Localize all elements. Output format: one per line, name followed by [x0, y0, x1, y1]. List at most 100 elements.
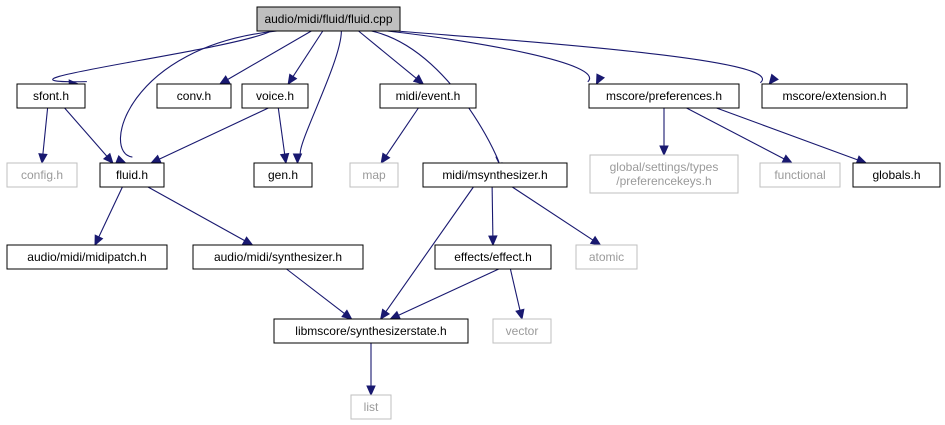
- arrowhead: [595, 73, 606, 86]
- node-effect[interactable]: effects/effect.h: [434, 244, 552, 270]
- node-box: [759, 162, 841, 188]
- node-voice[interactable]: voice.h: [241, 83, 309, 109]
- node-box: [379, 83, 477, 109]
- arrowhead: [115, 155, 127, 164]
- edge-line: [98, 186, 123, 238]
- edge-line: [511, 186, 594, 241]
- arrowhead: [218, 75, 231, 85]
- node-box: [16, 83, 86, 109]
- edge-fluid-to-midipatch: [94, 186, 123, 247]
- edge-root-to-voice: [287, 30, 324, 86]
- edge-line: [299, 30, 342, 155]
- edge-effect-to-synthstate: [389, 268, 500, 320]
- node-label: vector: [506, 324, 539, 338]
- edge-line: [147, 186, 245, 242]
- node-label: globals.h: [872, 168, 920, 182]
- node-label: effects/effect.h: [454, 250, 532, 264]
- edge-line: [227, 30, 312, 80]
- edge-line: [387, 30, 591, 83]
- node-prefkeys[interactable]: global/settings/types/preferencekeys.h: [589, 154, 739, 194]
- edge-root-to-event: [358, 30, 425, 85]
- node-conv[interactable]: conv.h: [156, 83, 232, 109]
- arrowhead: [412, 74, 425, 85]
- edge-line: [385, 186, 474, 312]
- arrowhead: [380, 152, 391, 165]
- edge-line: [159, 107, 269, 160]
- edge-event-to-map: [380, 107, 419, 165]
- node-gen[interactable]: gen.h: [253, 162, 313, 188]
- edge-line: [292, 30, 324, 77]
- node-label: midi/event.h: [396, 89, 461, 103]
- arrowhead: [341, 309, 353, 320]
- edge-line: [64, 107, 108, 157]
- node-label: fluid.h: [116, 168, 148, 182]
- node-vector[interactable]: vector: [492, 318, 552, 344]
- arrowhead: [102, 152, 114, 164]
- arrowhead: [366, 385, 376, 397]
- node-label: functional: [774, 168, 825, 182]
- edge-voice-to-fluid: [150, 107, 269, 164]
- node-label: midi/msynthesizer.h: [442, 168, 547, 182]
- node-box: [349, 162, 399, 188]
- edge-sfont-to-config: [38, 107, 49, 165]
- arrowhead: [292, 153, 303, 165]
- edge-synthesizer-to-synthstate: [286, 268, 353, 320]
- edge-root-to-gen: [292, 30, 342, 165]
- edge-line: [52, 30, 272, 83]
- edge-line: [286, 268, 345, 314]
- edge-root-to-prefs: [387, 30, 606, 86]
- node-box: [156, 83, 232, 109]
- node-box: [6, 244, 168, 270]
- node-sfont[interactable]: sfont.h: [16, 83, 86, 109]
- node-box: [273, 318, 469, 344]
- arrowhead: [488, 235, 498, 247]
- arrowhead: [659, 145, 669, 157]
- node-label: mscore/extension.h: [782, 89, 886, 103]
- node-prefs[interactable]: mscore/preferences.h: [588, 83, 740, 109]
- node-box: [588, 83, 740, 109]
- node-box: [761, 83, 908, 109]
- node-event[interactable]: midi/event.h: [379, 83, 477, 109]
- node-box: [492, 318, 552, 344]
- node-functional[interactable]: functional: [759, 162, 841, 188]
- edge-effect-to-vector: [509, 268, 525, 321]
- node-box: [99, 162, 165, 188]
- node-label: atomic: [589, 250, 624, 264]
- node-label: config.h: [21, 168, 63, 182]
- node-extension[interactable]: mscore/extension.h: [761, 83, 908, 109]
- edge-line: [686, 107, 785, 160]
- edge-fluid-to-synthesizer: [147, 186, 254, 246]
- node-box: [434, 244, 552, 270]
- node-fluid[interactable]: fluid.h: [99, 162, 165, 188]
- node-map[interactable]: map: [349, 162, 399, 188]
- edge-root-to-extension: [397, 30, 779, 85]
- node-synthstate[interactable]: libmscore/synthesizerstate.h: [273, 318, 469, 344]
- edge-sfont-to-fluid: [64, 107, 114, 164]
- node-box: [6, 162, 78, 188]
- node-root[interactable]: audio/midi/fluid/fluid.cpp: [256, 6, 401, 32]
- node-label: libmscore/synthesizerstate.h: [295, 324, 446, 338]
- node-label: voice.h: [256, 89, 294, 103]
- edge-layer: [38, 30, 868, 397]
- node-label: audio/midi/midipatch.h: [27, 250, 146, 264]
- edge-line: [397, 30, 764, 84]
- node-label: conv.h: [177, 89, 211, 103]
- node-config[interactable]: config.h: [6, 162, 78, 188]
- arrowhead: [241, 236, 254, 246]
- node-globals[interactable]: globals.h: [852, 162, 941, 188]
- edge-line: [277, 107, 286, 155]
- edge-line: [371, 30, 500, 164]
- arrowhead: [287, 73, 298, 86]
- node-label: mscore/preferences.h: [606, 89, 722, 103]
- arrowhead: [94, 234, 104, 247]
- edge-msynth-to-synthstate: [379, 186, 474, 321]
- node-synthesizer[interactable]: audio/midi/synthesizer.h: [192, 244, 364, 270]
- arrowhead: [38, 153, 48, 165]
- node-msynth[interactable]: midi/msynthesizer.h: [422, 162, 568, 188]
- node-list[interactable]: list: [350, 394, 392, 420]
- arrowhead: [279, 152, 290, 165]
- node-box: [575, 244, 638, 270]
- node-midipatch[interactable]: audio/midi/midipatch.h: [6, 244, 168, 270]
- node-atomic[interactable]: atomic: [575, 244, 638, 270]
